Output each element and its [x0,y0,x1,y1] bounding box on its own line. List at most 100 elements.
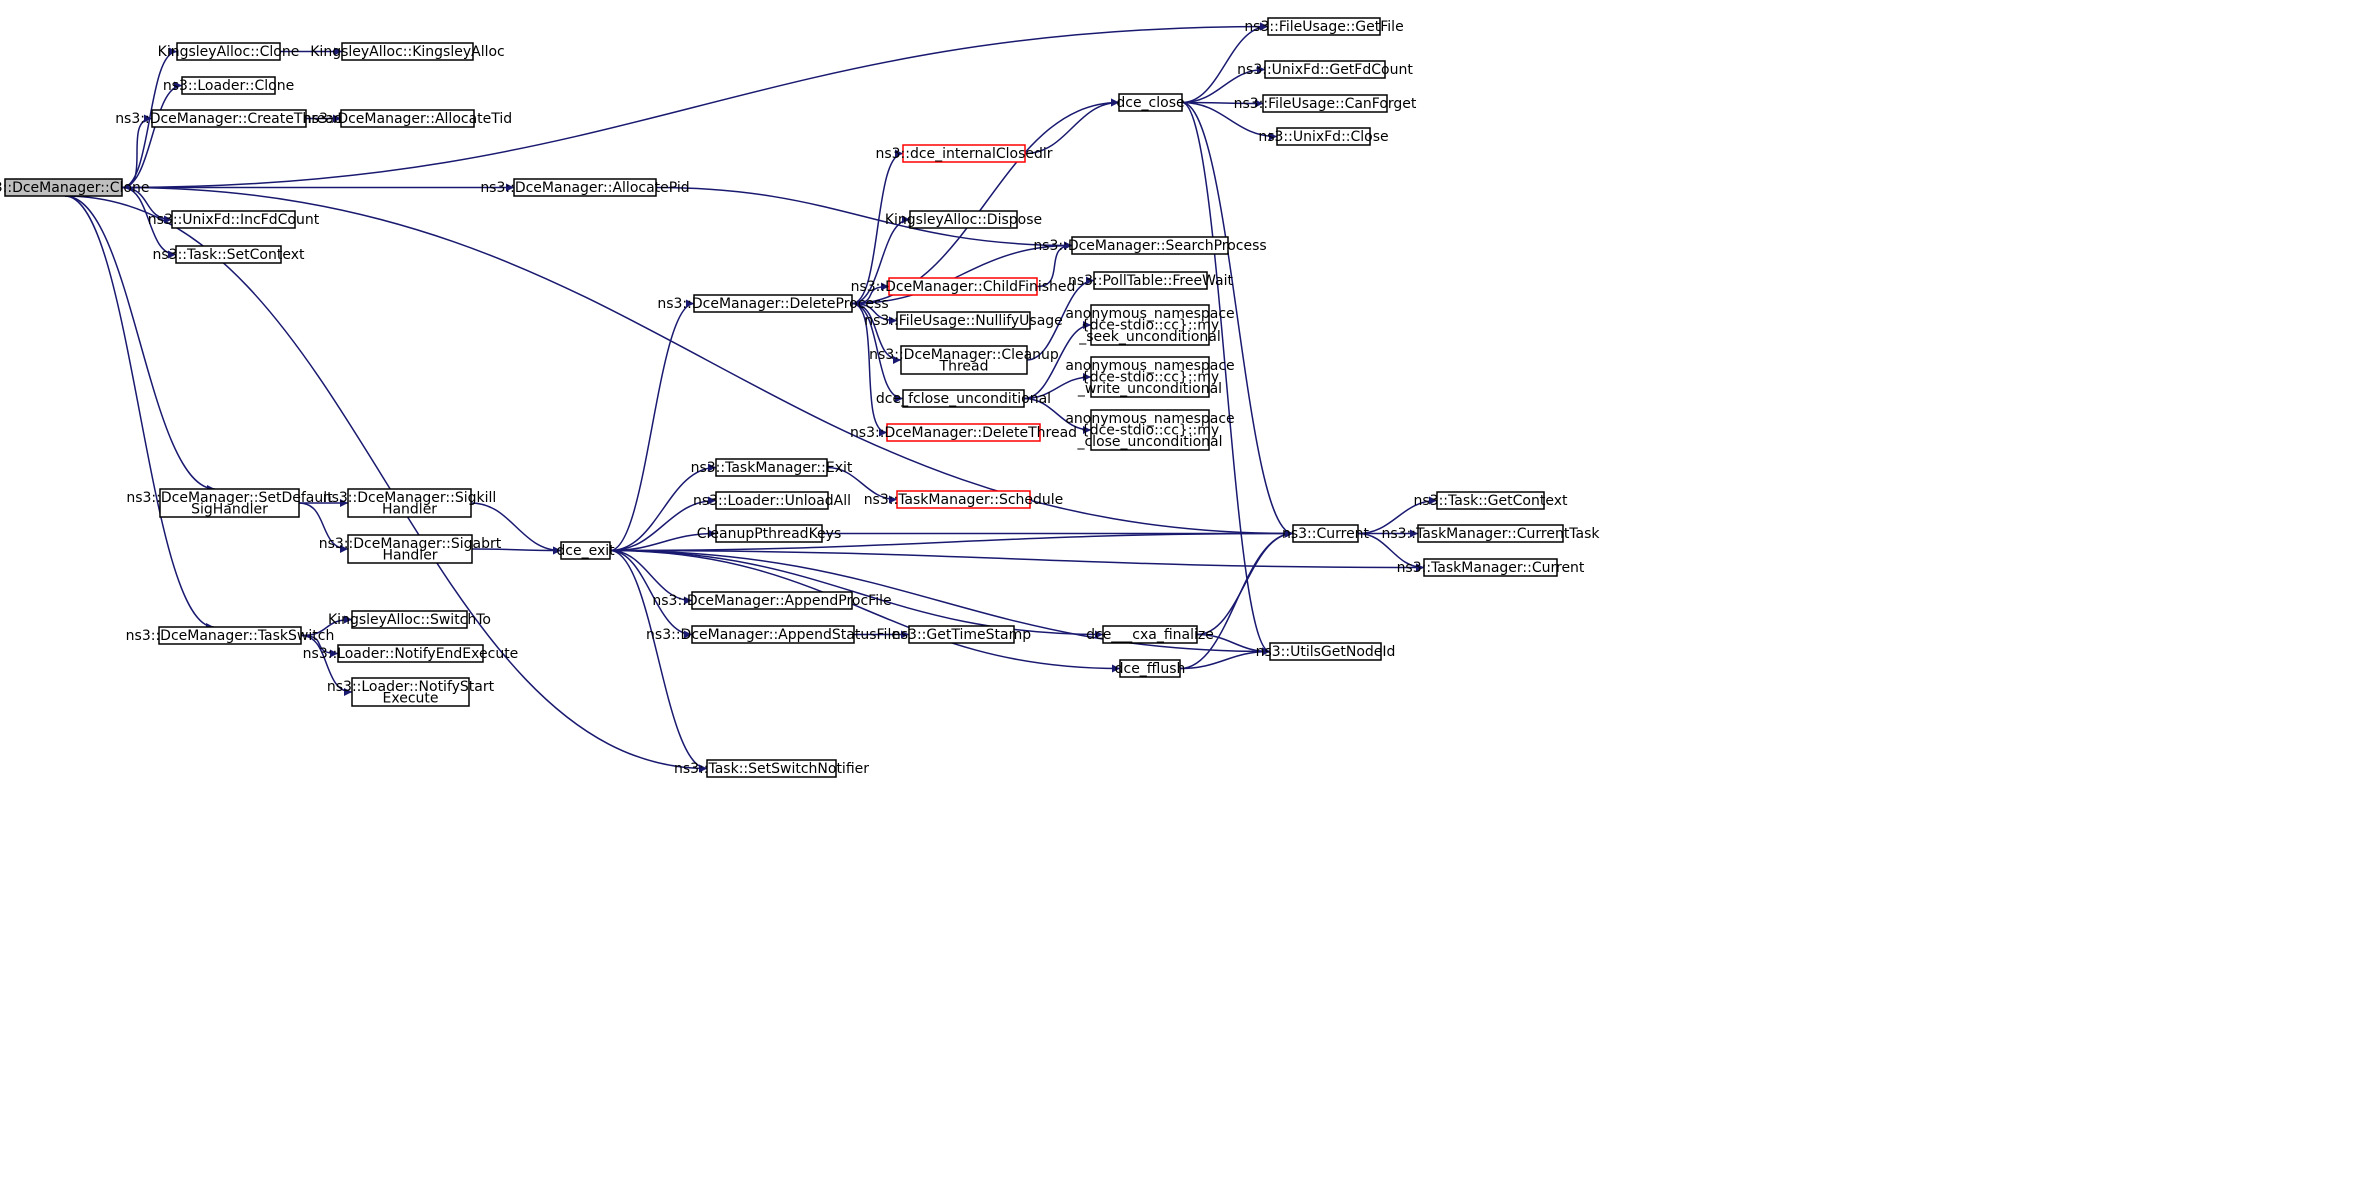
node-label: KingsleyAlloc::Dispose [885,212,1042,228]
edge-dceexit-to-fflush [609,549,1121,673]
node-getfile[interactable]: ns3::FileUsage::GetFile [1244,17,1404,36]
node-tmexit[interactable]: ns3::TaskManager::Exit [691,458,853,477]
edge-clone-to-getfile [121,22,1269,189]
node-current[interactable]: ns3::Current [1282,524,1370,543]
node-freewait[interactable]: ns3::PollTable::FreeWait [1068,271,1234,290]
node-setswitch[interactable]: ns3::Task::SetSwitchNotifier [674,759,869,778]
node-utilsnode[interactable]: ns3::UtilsGetNodeId [1256,642,1396,661]
node-tmcurrent[interactable]: ns3::TaskManager::Current [1397,558,1585,577]
edge-dceexit-to-tmexit [609,463,717,552]
node-box [888,277,1038,296]
node-label: dce_fclose_unconditional [876,391,1051,407]
edge-fcloseunc-to-myclose [1023,397,1092,434]
node-label: {dce-stdio::cc}::my [1081,423,1219,439]
node-getcontext[interactable]: ns3::Task::GetContext [1414,491,1568,510]
node-label: ns3::DceManager::Cleanup [869,347,1059,363]
node-taskswitch[interactable]: ns3::DceManager::TaskSwitch [126,626,335,645]
node-getfdcount[interactable]: ns3::UnixFd::GetFdCount [1237,60,1413,79]
node-schedule[interactable]: ns3::TaskManager::Schedule [864,490,1064,509]
node-label: ns3::UnixFd::GetFdCount [1237,62,1413,78]
node-closedir[interactable]: ns3::dce_internalClosedir [875,144,1053,163]
node-myclose[interactable]: anonymous_namespace{dce-stdio::cc}::my_c… [1065,409,1235,451]
node-setcontext[interactable]: ns3::Task::SetContext [153,245,306,264]
node-incfd[interactable]: ns3::UnixFd::IncFdCount [148,210,320,229]
node-label: _write_unconditional [1077,381,1222,397]
node-label: Thread [939,358,989,374]
node-label: ns3::FileUsage::NullifyUsage [864,313,1063,329]
edge-sigabrt-to-dceexit [471,546,562,555]
node-fcloseunc[interactable]: dce_fclose_unconditional [876,389,1051,408]
node-loaderclone[interactable]: ns3::Loader::Clone [163,76,294,95]
node-mywrite[interactable]: anonymous_namespace{dce-stdio::cc}::my_w… [1065,356,1235,398]
node-label: Handler [382,547,437,563]
node-allocatepid[interactable]: ns3::DceManager::AllocatePid [480,178,690,197]
edge-dceclose-to-utilsnode [1181,101,1271,656]
node-box [159,488,300,518]
node-box [351,677,470,707]
edge-dceclose-to-getfile [1181,22,1269,104]
node-box [151,109,307,128]
node-box [1118,93,1183,112]
node-box [1090,304,1210,346]
node-box [513,178,657,197]
node-switchto[interactable]: KingsleyAlloc::SwitchTo [328,610,491,629]
edge-dceexit-to-tmcurrent [609,549,1425,572]
edge-fflush-to-utilsnode [1179,647,1271,670]
node-appendproc[interactable]: ns3::DceManager::AppendProcFile [652,591,892,610]
node-myseek[interactable]: anonymous_namespace{dce-stdio::cc}::my_s… [1065,304,1235,346]
node-clone[interactable]: ns3::DceManager::Clone [0,178,149,197]
node-box [1269,642,1382,661]
node-label: KingsleyAlloc::Clone [158,44,300,60]
node-canforget[interactable]: ns3::FileUsage::CanForget [1234,94,1417,113]
node-box [902,144,1026,163]
node-box [896,490,1031,509]
edge-fcloseunc-to-mywrite [1023,373,1092,400]
node-cxafinalize[interactable]: dce___cxa_finalize [1086,625,1214,644]
node-box [908,625,1015,644]
node-box [909,210,1018,229]
node-label: ns3::DceManager::AllocateTid [303,111,512,127]
node-notifyend[interactable]: ns3::Loader::NotifyEndExecute [303,644,519,663]
edge-cxafinalize-to-utilsnode [1196,633,1271,656]
node-nullify[interactable]: ns3::FileUsage::NullifyUsage [864,311,1063,330]
node-unixclose[interactable]: ns3::UnixFd::Close [1258,127,1389,146]
node-childfinished[interactable]: ns3::DceManager::ChildFinished [851,277,1076,296]
node-layer: ns3::DceManager::Clone KingsleyAlloc::Clo… [0,17,1600,778]
edge-deleteprocess-to-closedir [851,149,904,305]
node-label: ns3::DceManager::TaskSwitch [126,628,335,644]
node-gettimestamp[interactable]: ns3::GetTimeStamp [892,625,1031,644]
node-label: ns3::DceManager::SetDefault [126,490,333,506]
node-kadispose[interactable]: KingsleyAlloc::Dispose [885,210,1042,229]
node-fflush[interactable]: dce_fflush [1115,659,1186,678]
edge-dceexit-to-current [609,529,1294,552]
node-label: ns3::TaskManager::Current [1397,560,1585,576]
node-allocatetid[interactable]: ns3::DceManager::AllocateTid [303,109,512,128]
node-createthread[interactable]: ns3::DceManager::CreateThread [115,109,343,128]
node-label: ns3::Loader::NotifyStart [327,679,495,695]
node-box [181,76,276,95]
edge-taskswitch-to-notifyend [300,634,339,658]
node-searchprocess[interactable]: ns3::DceManager::SearchProcess [1033,236,1267,255]
node-deleteprocess[interactable]: ns3::DceManager::DeleteProcess [657,294,889,313]
node-appendstatus[interactable]: ns3::DceManager::AppendStatusFile [646,625,900,644]
node-box [1071,236,1229,255]
node-dceexit[interactable]: dce_exit [556,541,615,560]
node-kactor[interactable]: KingsleyAlloc::KingsleyAlloc [310,42,505,61]
node-box [4,178,123,197]
node-deletethread[interactable]: ns3::DceManager::DeleteThread [850,423,1077,442]
node-currenttask[interactable]: ns3::TaskManager::CurrentTask [1381,524,1600,543]
node-cleanuppk[interactable]: CleanupPthreadKeys [697,524,842,543]
node-dceclose[interactable]: dce_close [1116,93,1185,112]
node-kaclone[interactable]: KingsleyAlloc::Clone [158,42,300,61]
node-unloadall[interactable]: ns3::Loader::UnloadAll [693,491,851,510]
node-box [1292,524,1359,543]
node-box [715,524,823,543]
node-label: ns3::DceManager::CreateThread [115,111,343,127]
node-box [691,625,855,644]
